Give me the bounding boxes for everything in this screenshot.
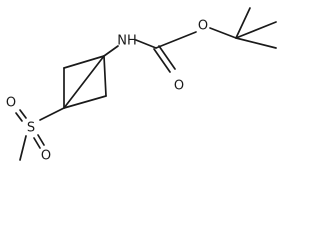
bond-carbonyl-double-b	[158, 45, 176, 70]
bond-tbu-methyl-bottom	[235, 37, 277, 49]
bond-s-o-top-a	[15, 112, 23, 122]
bond-cage-bridge	[63, 55, 105, 109]
atom-sulfonyl-oxygen-bottom-label: O	[41, 149, 51, 164]
atom-nh-label: NH	[117, 34, 137, 49]
bond-n-to-carbonyl	[135, 39, 157, 49]
bond-cage-right	[103, 55, 107, 97]
boc-carbamate-group	[103, 7, 277, 73]
methylsulfonyl-group	[15, 107, 65, 161]
bond-cage-bottom	[63, 95, 107, 109]
bond-s-to-methyl	[19, 135, 27, 161]
bond-tbu-methyl-right	[235, 21, 277, 39]
bond-s-o-top-b	[19, 109, 27, 119]
bond-cage-to-s	[39, 107, 65, 121]
bicyclopentane-cage	[63, 55, 107, 109]
atom-sulfur-label: S	[27, 121, 35, 136]
bond-carbonyl-double-a	[153, 48, 171, 73]
atom-ester-oxygen-label: O	[198, 19, 208, 34]
bond-cage-to-n	[103, 45, 119, 57]
bond-s-o-bottom-a	[33, 137, 41, 149]
atom-sulfonyl-oxygen-top-label: O	[6, 96, 16, 111]
atom-carbonyl-oxygen-label: O	[174, 79, 184, 94]
bond-s-o-bottom-b	[37, 134, 45, 146]
chemical-structure-diagram: NH O O S O O	[6, 7, 277, 164]
bond-cage-top	[63, 55, 105, 69]
bond-carbonyl-to-ester-o	[155, 31, 197, 49]
bond-tbu-methyl-top	[235, 7, 251, 39]
bond-ester-o-to-tbu	[209, 27, 237, 39]
